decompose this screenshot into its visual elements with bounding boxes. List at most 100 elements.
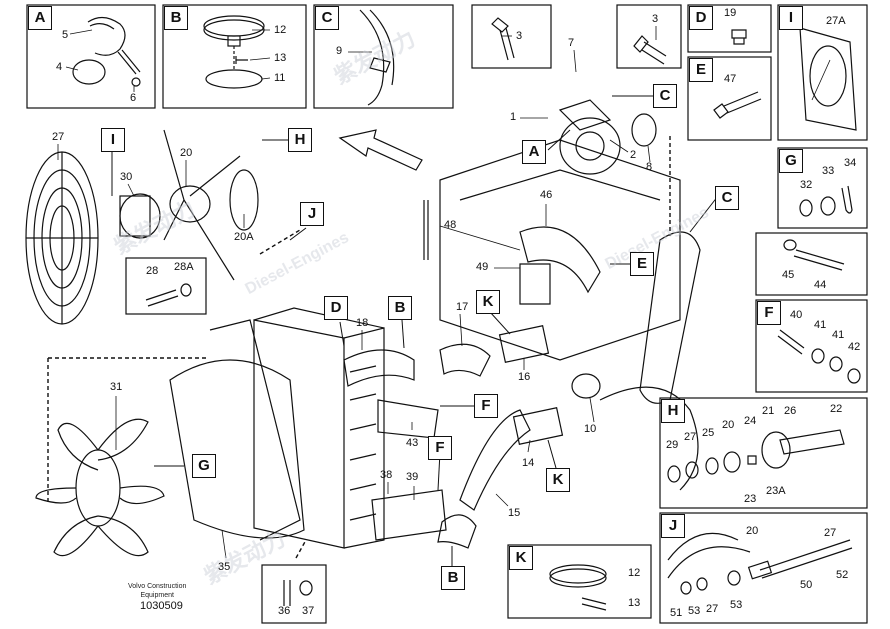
panel-e-letter: E <box>689 58 713 82</box>
part-label: 13 <box>628 597 641 609</box>
panel-b-frame <box>162 4 307 109</box>
part-label: 20 <box>722 419 735 431</box>
panel-k-letter: K <box>509 546 533 570</box>
part-label: 42 <box>848 341 861 353</box>
screw-e-drawing <box>713 91 762 119</box>
part-label: 28A <box>174 261 194 273</box>
part-label: 36 <box>278 605 291 617</box>
part-label: 41 <box>832 329 845 341</box>
part-label: 27A <box>826 15 846 27</box>
panel-g-frame <box>777 147 868 229</box>
panel-c-letter: C <box>315 6 339 30</box>
part-label: 26 <box>784 405 797 417</box>
callout-e-bracket: E <box>630 252 654 276</box>
bolt-28-drawing <box>145 283 192 307</box>
assembly-j-drawing <box>667 532 853 595</box>
part-label: 27 <box>684 431 697 443</box>
part-label: 3 <box>516 30 523 42</box>
part-label: 25 <box>702 427 715 439</box>
callout-h-hub: H <box>288 128 312 152</box>
part-label: 50 <box>800 579 813 591</box>
footer-company-line1: Volvo Construction <box>128 583 187 590</box>
part-label: 38 <box>380 469 393 481</box>
part-label: 39 <box>406 471 419 483</box>
engine-drawing <box>439 139 699 491</box>
part-label: 35 <box>218 561 231 573</box>
part-label: 4 <box>56 61 63 73</box>
callout-k-hose-top: K <box>476 290 500 314</box>
part-label: 37 <box>302 605 315 617</box>
part-label: 30 <box>120 171 133 183</box>
panel-i-letter: I <box>779 6 803 30</box>
part-label: 10 <box>584 423 597 435</box>
washer-g-drawing <box>799 185 853 217</box>
callout-c-hose: C <box>715 186 739 210</box>
part-label: 44 <box>814 279 827 291</box>
part-label: 27 <box>824 527 837 539</box>
panel-3b-frame <box>616 4 682 69</box>
fan-blades-drawing <box>35 418 165 557</box>
bolt-36-drawing <box>283 580 313 606</box>
footer-company: Volvo Construction Equipment <box>128 582 186 600</box>
fan-hub-drawing <box>119 129 259 281</box>
part-label: 27 <box>706 603 719 615</box>
panel-3-frame <box>471 4 552 69</box>
part-label: 17 <box>456 301 469 313</box>
panel-f-frame <box>755 299 868 393</box>
part-label: 46 <box>540 189 553 201</box>
part-label: 14 <box>522 457 535 469</box>
part-label: 27 <box>52 131 65 143</box>
turbo-drawing <box>558 99 657 175</box>
part-label: 41 <box>814 319 827 331</box>
part-label: 16 <box>518 371 531 383</box>
part-label: 53 <box>730 599 743 611</box>
part-label: 19 <box>724 7 737 19</box>
clamp-c-drawing <box>359 9 395 106</box>
clamp-k-drawing <box>549 564 607 611</box>
callout-f-bracket-top: F <box>474 394 498 418</box>
part-label: 53 <box>688 605 701 617</box>
direction-arrow <box>338 129 423 171</box>
shroud-drawing <box>169 319 305 541</box>
bolt-f-drawing <box>777 329 861 384</box>
part-label: 20 <box>180 147 193 159</box>
panel-d-letter: D <box>689 6 713 30</box>
callout-f-bracket-bottom: F <box>428 436 452 460</box>
part-label: 22 <box>830 403 843 415</box>
panel-a-letter: A <box>28 6 52 30</box>
part-label: 43 <box>406 437 419 449</box>
callout-d-radiator: D <box>324 296 348 320</box>
part-label: 32 <box>800 179 813 191</box>
panel-k-frame <box>507 544 652 619</box>
callout-a-turbo: A <box>522 140 546 164</box>
panel-28-frame <box>125 257 207 315</box>
part-label: 3 <box>652 13 659 25</box>
fan-guard-drawing <box>25 151 99 325</box>
part-label: 13 <box>274 52 287 64</box>
callout-j-bracket: J <box>300 202 324 226</box>
panel-b-letter: B <box>164 6 188 30</box>
part-label: 31 <box>110 381 123 393</box>
part-label: 8 <box>646 161 653 173</box>
part-label: 23A <box>766 485 786 497</box>
callout-i-guard: I <box>101 128 125 152</box>
callout-k-hose-bottom: K <box>546 468 570 492</box>
panel-h-frame <box>659 397 868 509</box>
plug-d-drawing <box>731 29 747 45</box>
part-label: 15 <box>508 507 521 519</box>
bolt-44-drawing <box>783 239 845 271</box>
part-label: 49 <box>476 261 489 273</box>
part-label: 33 <box>822 165 835 177</box>
panel-a-frame <box>26 4 156 109</box>
part-label: 12 <box>628 567 641 579</box>
part-label: 6 <box>130 92 137 104</box>
panel-d-frame <box>687 4 772 53</box>
panel-e-frame <box>687 56 772 141</box>
panel-36-frame <box>261 564 327 624</box>
shroud-i-drawing <box>799 27 857 131</box>
panel-45-frame <box>755 232 868 296</box>
bolt-3-drawing <box>491 17 515 61</box>
callout-b-hose-top: B <box>388 296 412 320</box>
panel-h-letter: H <box>661 399 685 423</box>
part-label: 9 <box>336 45 343 57</box>
